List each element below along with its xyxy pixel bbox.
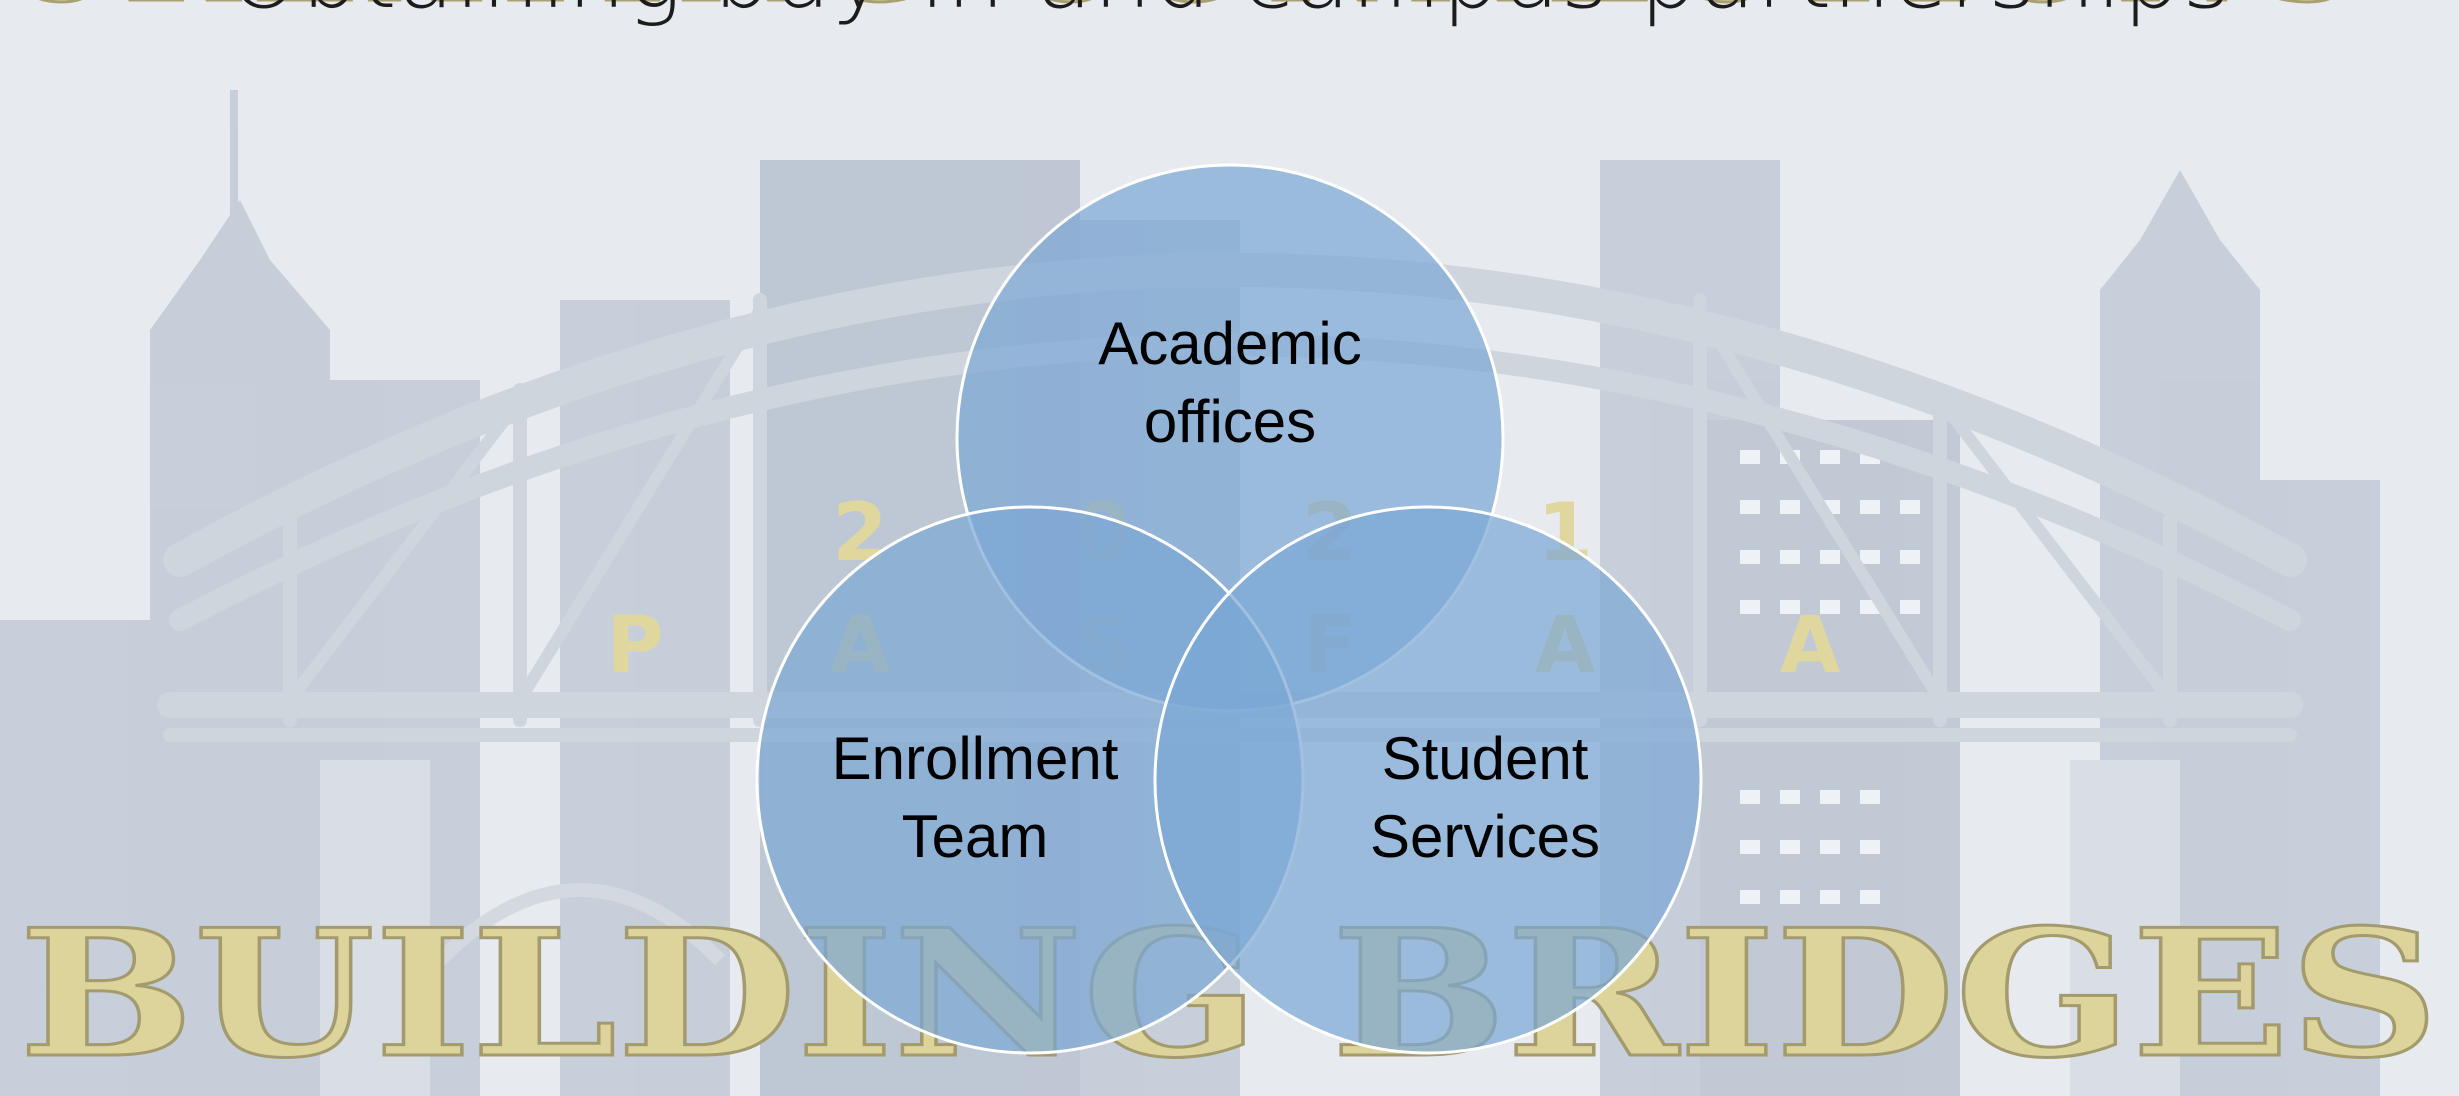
venn-label-academic-offices: Academic offices	[1050, 305, 1410, 461]
pillar-graphic	[320, 760, 2180, 1096]
venn-circle-student-services	[1153, 505, 1703, 1055]
label-line: Academic	[1098, 310, 1362, 377]
label-line: Team	[901, 803, 1049, 870]
org-letter: P	[606, 601, 663, 691]
label-line: offices	[1143, 388, 1317, 455]
org-letter: A	[1780, 601, 1840, 691]
slide-title: Obtaining buy-in and campus partnerships	[0, 0, 2459, 29]
venn-label-enrollment-team: Enrollment Team	[795, 720, 1155, 876]
label-line: Services	[1369, 803, 1601, 870]
arch-text: CREATING CONNECTIONS	[0, 0, 2370, 34]
venn-label-student-services: Student Services	[1305, 720, 1665, 876]
small-bridge-graphic	[435, 883, 725, 965]
label-line: Enrollment	[831, 725, 1119, 792]
label-line: Student	[1381, 725, 1589, 792]
